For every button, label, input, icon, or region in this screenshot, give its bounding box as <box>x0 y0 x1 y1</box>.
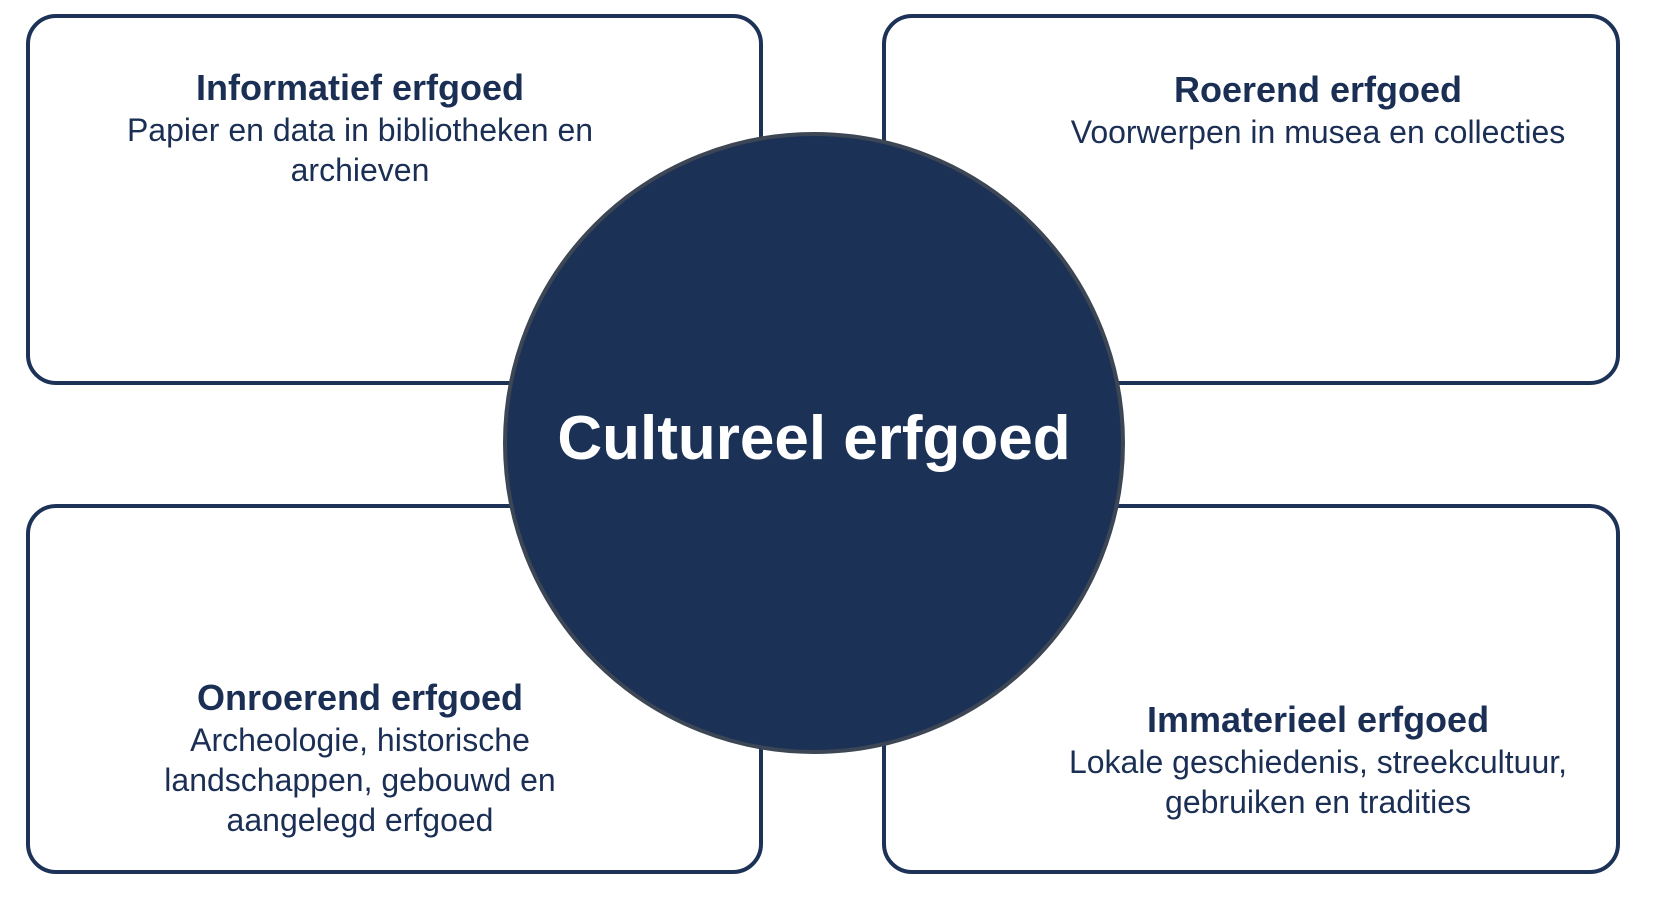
quadrant-title: Informatief erfgoed <box>195 67 525 108</box>
quadrant-description-line: Archeologie, historische <box>190 722 530 758</box>
quadrant-title: Immaterieel erfgoed <box>1146 699 1490 740</box>
quadrant-description-line: aangelegd erfgoed <box>226 802 494 838</box>
quadrant-informatief: Informatief erfgoed Papier en data in bi… <box>60 66 660 190</box>
center-hub-label: Cultureel erfgoed <box>557 403 1071 473</box>
quadrant-description-line: landschappen, gebouwd en <box>164 762 556 798</box>
center-hub-circle: Cultureel erfgoed <box>503 132 1125 754</box>
quadrant-description-line: Voorwerpen in musea en collecties <box>1070 114 1566 150</box>
quadrant-description-line: gebruiken en tradities <box>1165 784 1471 820</box>
quadrant-description-line: Papier en data in bibliotheken en <box>126 112 594 148</box>
quadrant-description-line: archieven <box>290 152 430 188</box>
quadrant-title: Roerend erfgoed <box>1173 69 1463 110</box>
quadrant-immaterieel: Immaterieel erfgoed Lokale geschiedenis,… <box>1018 698 1618 822</box>
quadrant-roerend: Roerend erfgoed Voorwerpen in musea en c… <box>1018 68 1618 152</box>
quadrant-title: Onroerend erfgoed <box>196 677 524 718</box>
quadrant-description-line: Lokale geschiedenis, streekcultuur, <box>1068 744 1568 780</box>
quadrant-onroerend: Onroerend erfgoed Archeologie, historisc… <box>60 676 660 840</box>
